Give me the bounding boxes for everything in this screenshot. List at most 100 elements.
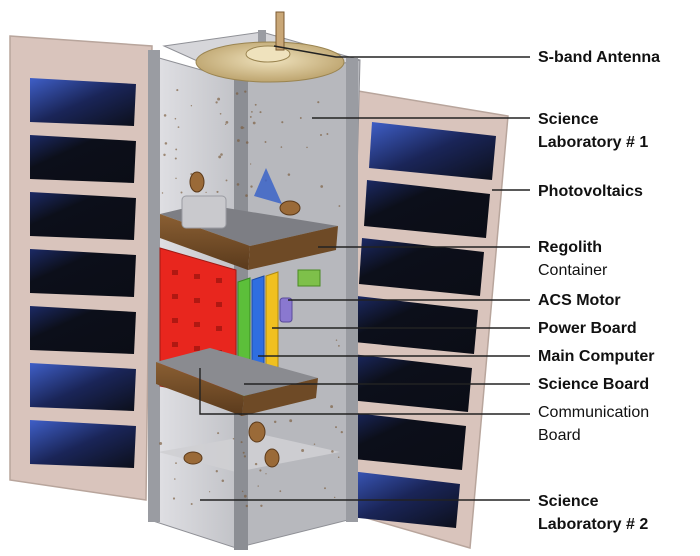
regolith-particle bbox=[224, 123, 227, 126]
solar-cell bbox=[349, 354, 472, 412]
label-acs-motor-text: ACS Motor bbox=[538, 292, 621, 309]
solar-cell bbox=[30, 306, 136, 354]
label-science-board: Science Board bbox=[538, 373, 649, 396]
regolith-particle bbox=[259, 469, 262, 472]
solar-cell bbox=[339, 470, 460, 528]
label-main-computer-text: Main Computer bbox=[538, 348, 655, 365]
regolith-particle bbox=[190, 503, 193, 505]
regolith-container-side bbox=[248, 226, 338, 270]
label-power-board-text: Power Board bbox=[538, 320, 637, 337]
label-regolith-container-line1: Regolith bbox=[538, 239, 602, 256]
regolith-particle bbox=[225, 179, 228, 182]
left-solar-cells bbox=[30, 78, 136, 468]
regolith-particle bbox=[319, 133, 323, 137]
board-component bbox=[194, 346, 200, 351]
regolith-particle bbox=[320, 185, 324, 188]
regolith-particles bbox=[159, 89, 343, 508]
regolith-particle bbox=[190, 105, 193, 107]
lower-shelf-side bbox=[242, 378, 318, 416]
solar-cell bbox=[30, 78, 136, 126]
regolith-particle bbox=[216, 190, 219, 193]
regolith-particle bbox=[218, 155, 222, 159]
label-regolith-container-line2: Container bbox=[538, 262, 608, 279]
regolith-particle bbox=[265, 473, 267, 475]
regolith-particle bbox=[245, 141, 249, 144]
regolith-particle bbox=[242, 451, 245, 454]
regolith-particle bbox=[240, 126, 244, 130]
regolith-particle bbox=[335, 339, 338, 341]
seed-pod bbox=[248, 421, 266, 443]
regolith-particle bbox=[215, 101, 218, 104]
regolith-container-box bbox=[181, 195, 227, 229]
solar-cell bbox=[30, 249, 136, 297]
solar-cell bbox=[344, 412, 466, 470]
regolith-particle bbox=[174, 117, 177, 120]
solar-cell bbox=[354, 296, 478, 354]
label-science-lab-1-line2: Laboratory # 1 bbox=[538, 134, 649, 151]
leader-lines bbox=[199, 45, 530, 501]
label-science-lab-1-line1: Science bbox=[538, 111, 599, 128]
solar-cell bbox=[30, 363, 136, 411]
regolith-particle bbox=[217, 97, 221, 101]
regolith-particle bbox=[243, 455, 247, 458]
science-lab-2-floor bbox=[158, 434, 340, 472]
board-component bbox=[172, 318, 178, 323]
regolith-particle bbox=[281, 121, 284, 124]
regolith-particle bbox=[313, 443, 316, 445]
leader-s-band-antenna bbox=[273, 45, 530, 58]
regolith-particle bbox=[175, 177, 177, 180]
regolith-particle bbox=[163, 153, 166, 157]
sensor-cone bbox=[254, 168, 282, 204]
label-science-lab-2-line2: Laboratory # 2 bbox=[538, 516, 649, 533]
regolith-particle bbox=[287, 173, 291, 176]
regolith-particle bbox=[208, 491, 211, 493]
board-component bbox=[194, 274, 200, 279]
regolith-particle bbox=[177, 126, 180, 128]
regolith-particle bbox=[333, 496, 336, 499]
regolith-particle bbox=[175, 462, 177, 465]
regolith-particle bbox=[240, 441, 243, 444]
regolith-particle bbox=[254, 103, 257, 106]
board-component bbox=[172, 270, 178, 275]
solar-cell bbox=[369, 122, 496, 180]
solar-cell bbox=[30, 135, 136, 183]
regolith-particle bbox=[243, 494, 247, 498]
regolith-particle bbox=[299, 117, 302, 119]
solar-cell bbox=[364, 180, 490, 238]
regolith-particle bbox=[225, 121, 229, 124]
regolith-particle bbox=[335, 426, 337, 429]
label-photovoltaics: Photovoltaics bbox=[538, 180, 643, 203]
right-solar-cells bbox=[339, 122, 496, 528]
regolith-particle bbox=[326, 133, 329, 135]
regolith-particle bbox=[249, 115, 252, 118]
regolith-particle bbox=[220, 153, 223, 156]
regolith-particle bbox=[232, 437, 235, 440]
regolith-particle bbox=[301, 449, 305, 452]
board-component bbox=[194, 298, 200, 303]
acs-motor-mount bbox=[297, 269, 321, 287]
label-photovoltaics-text: Photovoltaics bbox=[538, 183, 643, 200]
regolith-particle bbox=[279, 490, 282, 493]
regolith-particle bbox=[245, 504, 248, 508]
solar-cell bbox=[30, 192, 136, 240]
regolith-particle bbox=[175, 148, 178, 151]
regolith-particle bbox=[330, 405, 334, 409]
regolith-particle bbox=[289, 419, 293, 423]
label-science-lab-2-line1: Science bbox=[538, 493, 599, 510]
rail-right bbox=[346, 58, 358, 522]
regolith-particle bbox=[164, 142, 168, 145]
seed-pod bbox=[189, 171, 205, 193]
label-s-band-antenna: S-band Antenna bbox=[538, 46, 660, 69]
regolith-particle bbox=[250, 185, 253, 188]
regolith-particle bbox=[338, 345, 340, 347]
label-power-board: Power Board bbox=[538, 317, 637, 340]
regolith-particle bbox=[236, 183, 240, 186]
label-communication-board-line2: Board bbox=[538, 427, 581, 444]
regolith-particle bbox=[324, 487, 326, 490]
regolith-particle bbox=[306, 146, 308, 149]
seed-pod bbox=[183, 451, 203, 465]
label-s-band-antenna-text: S-band Antenna bbox=[538, 49, 661, 66]
regolith-particle bbox=[245, 194, 248, 197]
regolith-particle bbox=[221, 479, 225, 482]
